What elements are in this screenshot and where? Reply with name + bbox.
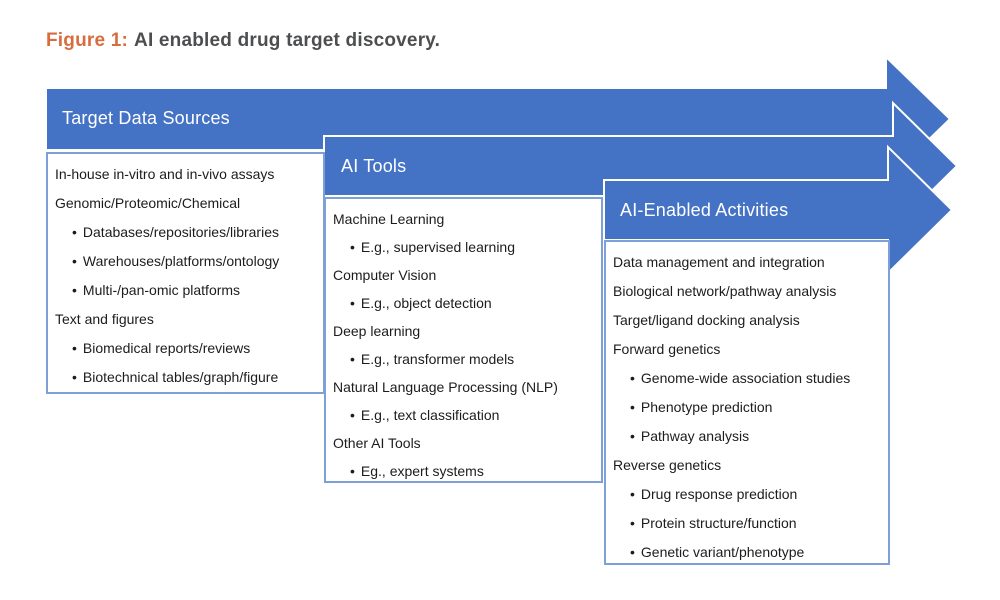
list-item: • Pathway analysis: [613, 422, 886, 451]
list-item: • Genetic variant/phenotype: [613, 538, 886, 567]
list-item: • Warehouses/platforms/ontology: [55, 247, 321, 276]
list-item: • E.g., object detection: [333, 289, 599, 317]
list-item: • Genome-wide association studies: [613, 364, 886, 393]
list-item: • Eg., expert systems: [333, 457, 599, 485]
list-item: • Biotechnical tables/graph/figure: [55, 363, 321, 392]
banner-ai-tools: AI Tools: [341, 156, 407, 176]
list-item-label: Protein structure/function: [640, 515, 797, 531]
list-item-label: Biomedical reports/reviews: [82, 340, 251, 356]
bullet-icon: •: [350, 351, 355, 367]
list-item: Genomic/Proteomic/Chemical: [55, 189, 321, 218]
banner-target-data-sources: Target Data Sources: [62, 108, 230, 128]
figure-number-label: Figure 1:: [46, 30, 129, 51]
bullet-icon: •: [350, 295, 355, 311]
list-item: In-house in-vitro and in-vivo assays: [55, 160, 321, 189]
list-item: • Multi-/pan-omic platforms: [55, 276, 321, 305]
list-item-label: Reverse genetics: [613, 457, 722, 473]
list-item: Reverse genetics: [613, 451, 886, 480]
bullet-icon: •: [350, 239, 355, 255]
list-item-label: Computer Vision: [333, 267, 437, 283]
bullet-icon: •: [72, 253, 77, 269]
list-item: Forward genetics: [613, 335, 886, 364]
list-item: Other AI Tools: [333, 429, 599, 457]
list-item-label: Drug response prediction: [640, 486, 798, 502]
banner-ai-enabled-activities: AI-Enabled Activities: [620, 200, 789, 220]
list-item-label: Biotechnical tables/graph/figure: [82, 369, 279, 385]
list-item-label: Multi-/pan-omic platforms: [82, 282, 241, 298]
bullet-icon: •: [630, 428, 635, 444]
list-item: Text and figures: [55, 305, 321, 334]
bullet-icon: •: [630, 399, 635, 415]
ai-tools-list: Machine Learning • E.g., supervised learni…: [324, 197, 603, 483]
list-item: • Databases/repositories/libraries: [55, 218, 321, 247]
list-item-label: Genetic variant/phenotype: [640, 544, 805, 560]
list-item-label: Deep learning: [333, 323, 421, 339]
list-item-label: Data management and integration: [613, 254, 825, 270]
figure-title-text: AI enabled drug target discovery.: [134, 30, 441, 51]
list-item-label: Machine Learning: [333, 211, 445, 227]
list-item: Target/ligand docking analysis: [613, 306, 886, 335]
bullet-icon: •: [630, 544, 635, 560]
list-item-label: Natural Language Processing (NLP): [333, 379, 558, 395]
list-item-label: Warehouses/platforms/ontology: [82, 253, 280, 269]
list-item-label: Databases/repositories/libraries: [82, 224, 279, 240]
bullet-icon: •: [350, 407, 355, 423]
list-item-label: E.g., object detection: [360, 295, 492, 311]
bullet-icon: •: [72, 282, 77, 298]
list-item: • E.g., text classification: [333, 401, 599, 429]
list-item: Computer Vision: [333, 261, 599, 289]
list-item-label: Forward genetics: [613, 341, 721, 357]
list-item: • Phenotype prediction: [613, 393, 886, 422]
list-item: • E.g., transformer models: [333, 345, 599, 373]
bullet-icon: •: [630, 486, 635, 502]
bullet-icon: •: [350, 463, 355, 479]
list-item-label: Eg., expert systems: [360, 463, 484, 479]
list-item: Machine Learning: [333, 205, 599, 233]
list-item-label: In-house in-vitro and in-vivo assays: [55, 166, 275, 182]
list-item: • E.g., supervised learning: [333, 233, 599, 261]
list-item: Data management and integration: [613, 248, 886, 277]
list-item-label: Pathway analysis: [640, 428, 750, 444]
list-item-label: Biological network/pathway analysis: [613, 283, 837, 299]
list-item-label: E.g., transformer models: [360, 351, 515, 367]
list-item-label: Other AI Tools: [333, 435, 421, 451]
list-item-label: Text and figures: [55, 311, 154, 327]
list-item-label: E.g., text classification: [360, 407, 500, 423]
list-item-label: E.g., supervised learning: [360, 239, 515, 255]
list-item-label: Target/ligand docking analysis: [613, 312, 800, 328]
bullet-icon: •: [72, 224, 77, 240]
list-item: • Drug response prediction: [613, 480, 886, 509]
list-item: Deep learning: [333, 317, 599, 345]
list-item: • Protein structure/function: [613, 509, 886, 538]
list-item: Biological network/pathway analysis: [613, 277, 886, 306]
list-item-label: Genomic/Proteomic/Chemical: [55, 195, 241, 211]
list-item: • Biomedical reports/reviews: [55, 334, 321, 363]
bullet-icon: •: [630, 370, 635, 386]
figure-title: Figure 1:AI enabled drug target discover…: [46, 30, 440, 52]
bullet-icon: •: [72, 369, 77, 385]
bullet-icon: •: [72, 340, 77, 356]
bullet-icon: •: [630, 515, 635, 531]
list-item-label: Genome-wide association studies: [640, 370, 851, 386]
list-item-label: Phenotype prediction: [640, 399, 773, 415]
list-item: Natural Language Processing (NLP): [333, 373, 599, 401]
